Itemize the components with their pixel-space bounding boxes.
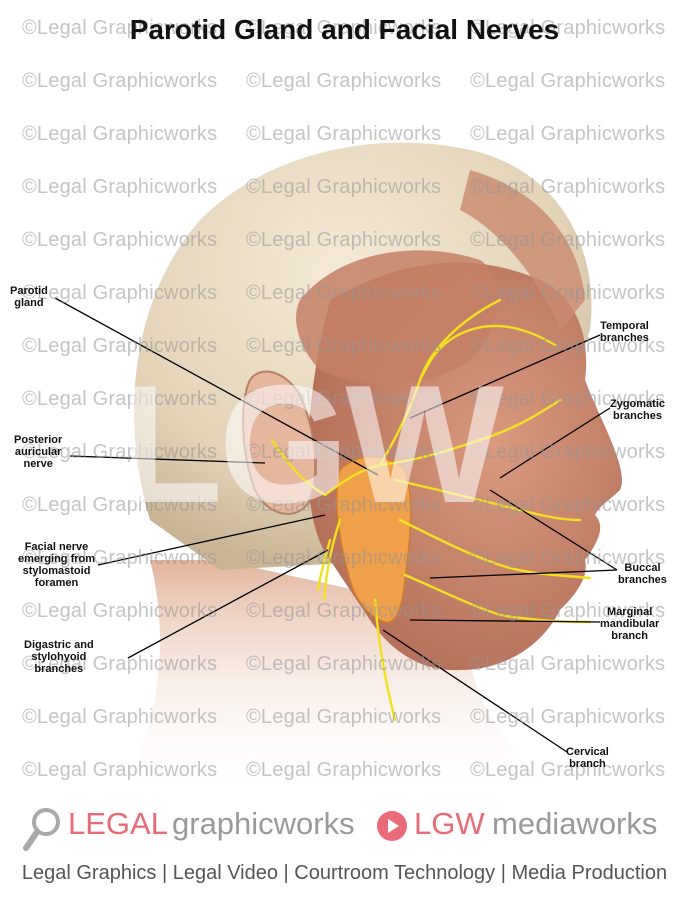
footer-tagline: Legal Graphics | Legal Video | Courtroom… [21, 862, 668, 884]
facial-nerve-branches [270, 298, 592, 722]
magnifier-icon [23, 808, 60, 851]
brand-graphicworks: graphicworks [172, 806, 355, 841]
play-circle-icon [377, 811, 407, 841]
brow-muscle-shape [460, 170, 585, 330]
label-cervical-branch: Cervical branch [566, 746, 609, 770]
neck-shape [120, 560, 560, 800]
leader-lines [54, 297, 618, 753]
ear-shape [242, 370, 317, 515]
temporal-muscle-shape [296, 250, 499, 384]
brand-legal: LEGAL [68, 806, 168, 841]
label-buccal-branches: Buccal branches [618, 562, 667, 586]
label-marginal-mandibular: Marginal mandibular branch [600, 606, 660, 642]
label-digastric-stylohyoid: Digastric and stylohyoid branches [24, 639, 94, 675]
label-zygomatic-branches: Zygomatic branches [610, 398, 666, 422]
label-posterior-auricular-nerve: Posterior auricular nerve [14, 434, 63, 470]
brand-lgw: LGW [414, 806, 485, 841]
brand-mediaworks: mediaworks [492, 806, 658, 841]
label-temporal-branches: Temporal branches [600, 320, 649, 344]
footer-brand-row: LEGAL graphicworks LGW mediaworks [0, 806, 689, 851]
parotid-gland-shape [335, 456, 412, 624]
label-facial-nerve-emerging: Facial nerve emerging from stylomastoid … [18, 541, 96, 589]
page-title: Parotid Gland and Facial Nerves [129, 14, 560, 45]
label-parotid-gland: Parotid gland [10, 285, 48, 309]
